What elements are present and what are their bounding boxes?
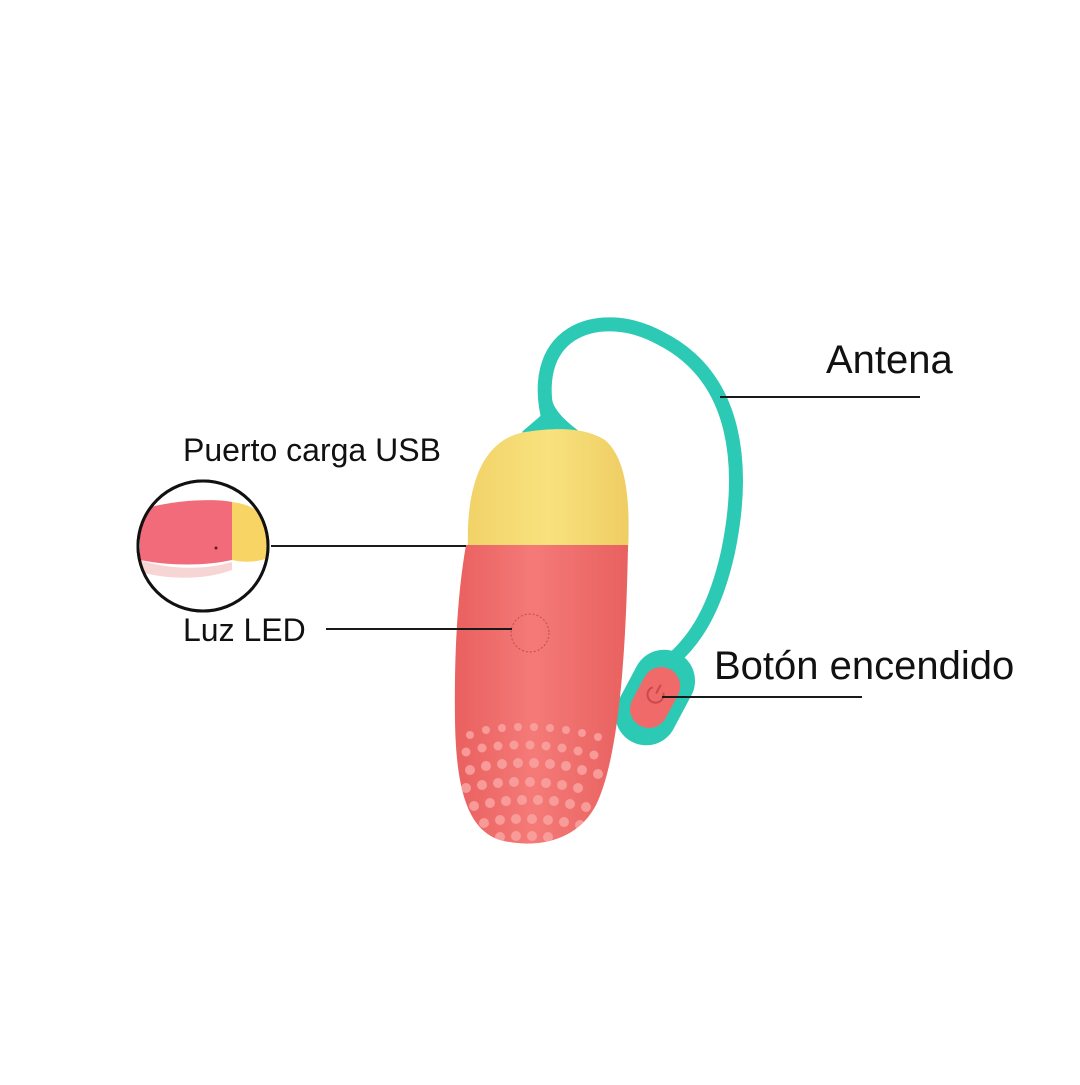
led-indicator (510, 613, 550, 653)
remote-capsule (615, 649, 696, 746)
label-led: Luz LED (183, 612, 306, 648)
antenna-cord (537, 317, 743, 667)
usb-zoom-inset (136, 479, 270, 613)
texture-bumps (461, 723, 603, 842)
device-cap (467, 429, 629, 552)
label-usb-port: Puerto carga USB (183, 432, 441, 468)
device-body (454, 429, 629, 844)
label-power-button: Botón encendido (714, 644, 1015, 688)
label-antena: Antena (826, 338, 953, 382)
